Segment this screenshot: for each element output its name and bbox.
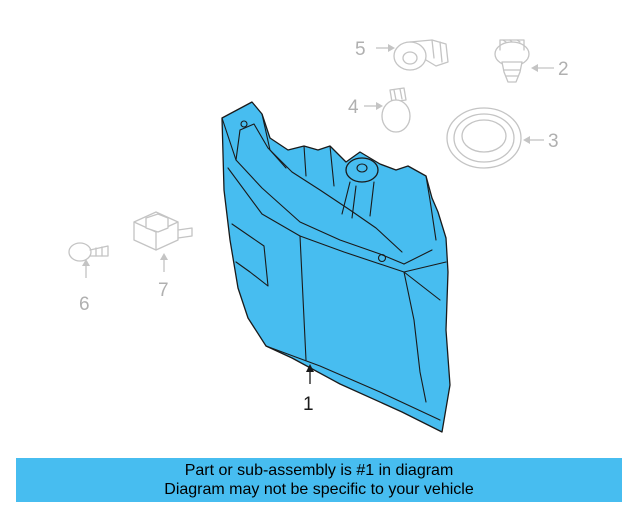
part-2-label: 2 <box>558 59 569 80</box>
housing-right-edge <box>403 175 447 273</box>
parts-diagram: 1 5 2 4 3 <box>68 39 569 433</box>
part-1-label: 1 <box>303 394 314 415</box>
part-5-label: 5 <box>355 39 366 60</box>
part-2-bulb[interactable] <box>494 39 554 83</box>
housing-ridge <box>227 167 441 301</box>
housing-mount-hole-lower <box>377 253 387 263</box>
part-4-label: 4 <box>348 97 359 118</box>
part-5-socket[interactable] <box>376 39 449 71</box>
part-1-arrowhead <box>306 364 314 372</box>
part-6-label: 6 <box>79 294 90 315</box>
caption-line-2: Diagram may not be specific to your vehi… <box>164 481 474 498</box>
part-7-connector[interactable] <box>133 211 193 272</box>
housing-socket-posts <box>341 181 375 219</box>
housing-socket-hole <box>356 163 368 173</box>
part-1-housing[interactable] <box>221 101 451 433</box>
housing-bracket <box>231 223 269 287</box>
housing-mount-hole-top <box>240 120 248 128</box>
part-6-clip[interactable] <box>68 242 109 278</box>
housing-lower-edge <box>265 345 441 421</box>
part-4-bulb[interactable] <box>364 87 411 133</box>
part-3-label: 3 <box>548 131 559 152</box>
housing-panel-right <box>403 271 427 403</box>
caption-bar: Part or sub-assembly is #1 in diagram Di… <box>16 458 622 502</box>
housing-panel-divider <box>299 235 307 361</box>
housing-top-rib <box>261 113 335 187</box>
caption-line-1: Part or sub-assembly is #1 in diagram <box>184 462 454 479</box>
housing-socket-boss <box>345 157 379 183</box>
housing-body <box>221 101 451 433</box>
part-3-seal[interactable] <box>446 107 544 169</box>
part-7-label: 7 <box>158 280 169 301</box>
housing-edge-inner <box>235 123 403 253</box>
